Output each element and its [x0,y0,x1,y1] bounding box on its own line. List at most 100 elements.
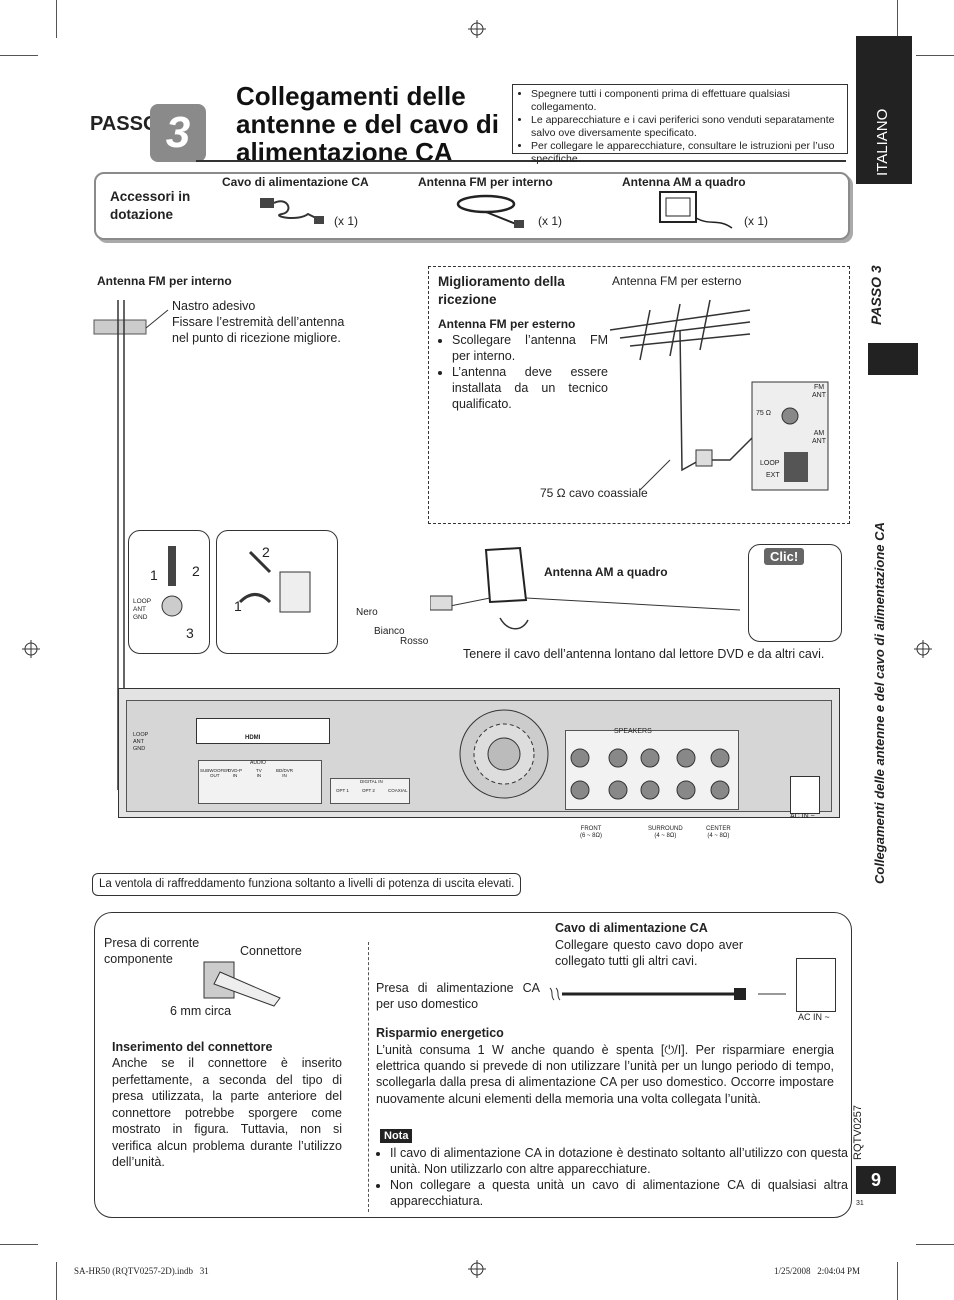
coax-cable-label: 75 Ω cavo coassiale [540,486,648,500]
improvement-heading: Miglioramento della ricezione [438,274,565,307]
side-vertical-title: Collegamenti delle antenne e del cavo di… [872,522,887,884]
power-cord-line [549,987,786,1001]
list-item: Non collegare a questa unità un cavo di … [390,1177,848,1209]
audio-label: AUDIO [250,760,266,766]
terminal-label: LOOP ANT GND [133,598,152,621]
tape-instruction: Nastro adesivo Fissare l’estremità dell’… [172,299,345,345]
step-inset-left [128,530,210,654]
accessories-label: Accessori in dotazione [110,189,191,222]
page-title: Collegamenti delle antenne e del cavo di… [236,81,499,167]
power-cord-icon [260,198,324,224]
registration-mark-icon [468,1260,486,1278]
opt1-label: OPT 1 [336,788,349,793]
dvd-input-label: DVD-P IN [228,768,243,778]
footer-date: 1/25/2008 2:04:04 PM [774,1266,861,1276]
list-item: L’antenna deve essere installata da un t… [452,364,608,412]
audio-block [198,760,322,804]
clic-inset [748,544,842,642]
front-speaker-label: FRONT (6 ~ 8Ω) [580,826,602,839]
cable-text: Collegare questo cavo dopo aver collegat… [555,938,743,968]
power-cord-panel [94,912,852,1218]
wire-label: Rosso [400,636,429,647]
terminal-label: LOOP [760,460,780,467]
center-speaker-label: CENTER (4 ~ 8Ω) [706,826,731,839]
fan-note: La ventola di raffreddamento funziona so… [92,873,522,896]
panel-divider [368,942,369,1212]
terminal-label: FM ANT [812,384,826,399]
connector-illustration [203,961,281,1007]
outdoor-antenna-illustration [609,299,829,491]
side-step-marker [868,343,918,375]
am-loop-antenna-illustration [430,546,740,630]
speaker-terminals-icon [570,748,730,800]
insert-text: Anche se il connettore è inserito perfet… [112,1056,342,1169]
step-number-badge: 3 [150,104,206,162]
terminal-label: EXT [766,472,780,479]
cooling-fan-icon [459,709,549,799]
am-connection-steps-illustration [161,546,311,617]
registration-mark-icon [468,20,486,38]
ac-inlet [790,776,820,814]
wire-label: Bianco [374,626,405,637]
title-rule [196,160,846,162]
registration-mark-icon [22,640,40,658]
language-label: ITALIANO [874,108,891,176]
tv-input-label: TV IN [256,768,262,778]
ac-inlet-detail [796,958,836,1012]
list-item: Scollegare l’antenna FM per interno. [452,332,608,364]
energy-saving-text: L’unità consuma 1 W anche quando è spent… [376,1043,834,1106]
list-item: Il cavo di alimentazione CA in dotazione… [390,1145,848,1177]
small-page-number: 31 [856,1200,864,1207]
ac-in-label: AC IN ~ [790,813,815,820]
step-number: 3 [186,625,194,641]
accessory-qty: (x 1) [744,214,768,228]
note-item: Per collegare le apparecchiature, consul… [531,140,841,166]
cable-heading: Cavo di alimentazione CA [555,921,708,935]
doc-code: RQTV0257 [852,1104,864,1160]
connector-label: Connettore [240,944,302,958]
step-number: 1 [234,598,242,614]
household-outlet-label: Presa di alimentazione CA per uso domest… [376,981,540,1011]
outdoor-subheading: Antenna FM per esterno [438,317,576,331]
mm-label: 6 mm circa [170,1004,232,1018]
notes-box: Spegnere tutti i componenti prima di eff… [512,84,848,165]
am-cable-note: Tenere il cavo dell’antenna lontano dal … [463,647,825,661]
outdoor-bullets: Scollegare l’antenna FM per interno. L’a… [438,332,608,412]
nota-label: Nota [380,1129,413,1143]
step-number: 1 [150,567,158,583]
outlet-label: Presa di corrente componente [104,936,200,966]
note-item: Spegnere tutti i componenti prima di eff… [531,88,841,114]
step-word: PASSO [90,113,159,135]
clic-label: Clic! [764,548,805,565]
hdmi-label: HDMI [245,735,261,741]
step-number: 2 [192,563,200,579]
step-inset-right [216,530,338,654]
subwoofer-label: SUBWOOFER OUT [200,768,230,778]
language-tab: ITALIANO [856,36,912,184]
wire-label: Nero [356,607,378,618]
coaxial-label: COAXIAL [388,788,408,793]
side-step-label: PASSO 3 [868,265,884,325]
footer-file: SA-HR50 (RQTV0257-2D).indb 31 [74,1266,209,1276]
reception-improvement-box [428,266,850,524]
speakers-label: SPEAKERS [614,728,652,735]
outdoor-antenna-label: Antenna FM per esterno [612,274,742,288]
hdmi-block [196,718,330,744]
nota-bullets: Il cavo di alimentazione CA in dotazione… [376,1145,848,1209]
am-loop-antenna-icon [659,191,733,229]
terminal-label: 75 Ω [756,410,771,417]
accessory-qty: (x 1) [334,214,358,228]
fm-antenna-icon [456,194,524,228]
registration-mark-icon [914,640,932,658]
accessory-name: Antenna AM a quadro [622,175,746,189]
bdvr-input-label: BD/DVR IN [276,768,294,778]
digital-in-block [330,778,410,804]
accessory-name: Cavo di alimentazione CA [222,175,369,189]
rear-loop-label: LOOP ANT GND [133,732,149,752]
surround-speaker-label: SURROUND (4 ~ 8Ω) [648,826,683,839]
note-item: Le apparecchiature e i cavi periferici s… [531,114,841,140]
energy-saving-heading: Risparmio energetico [376,1026,504,1040]
opt2-label: OPT 2 [362,788,375,793]
ac-in-label: AC IN ~ [798,1012,830,1022]
step-number: 2 [262,544,270,560]
